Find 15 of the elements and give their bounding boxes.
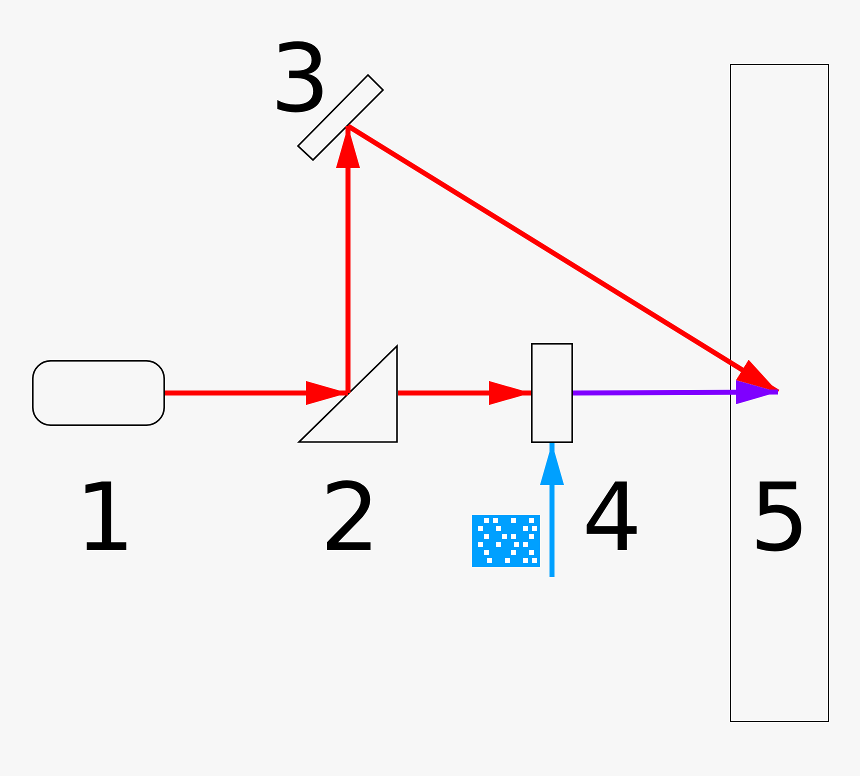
screen-panel	[730, 64, 829, 722]
light-beam-arrow	[336, 126, 360, 393]
light-beam-arrow	[572, 380, 778, 404]
light-beam-arrow	[398, 381, 531, 405]
light-beam-arrow	[346, 124, 780, 394]
callout-number: 1	[75, 472, 135, 566]
callout-number: 3	[270, 33, 330, 127]
callout-number: 4	[582, 472, 642, 566]
light-beam-arrow	[165, 381, 348, 405]
modulator-box	[531, 343, 573, 443]
callout-number: 5	[750, 472, 810, 566]
laser-box	[32, 360, 165, 426]
callout-number: 2	[320, 472, 380, 566]
light-beam-arrow	[540, 443, 564, 577]
prism	[298, 345, 398, 443]
